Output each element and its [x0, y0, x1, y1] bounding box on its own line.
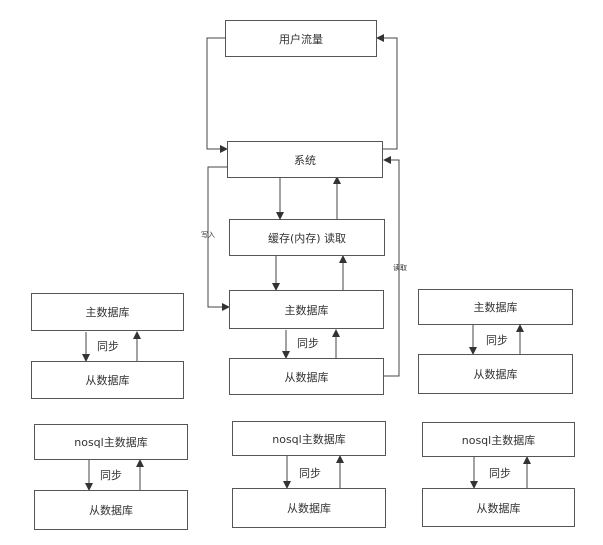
nosql-left-slave-db-box: 从数据库 [34, 490, 188, 530]
right-slave-db-box: 从数据库 [418, 354, 573, 394]
system-box: 系统 [227, 141, 383, 178]
read-arrow [383, 156, 400, 377]
cache-box: 缓存(内存) 读取 [229, 219, 385, 256]
nosql-left-sync-label: 同步 [100, 469, 122, 482]
nosql-center-master-db-box: nosql主数据库 [232, 421, 386, 456]
nosql-left-master-db-box: nosql主数据库 [34, 424, 188, 460]
traffic-to-system-arrow [206, 37, 228, 153]
write-arrow [207, 166, 230, 311]
read-label: 读取 [393, 264, 407, 272]
center-master-db-box: 主数据库 [229, 290, 384, 329]
nosql-center-sync-label: 同步 [299, 467, 321, 480]
write-label: 写入 [201, 231, 215, 239]
left-sync-label: 同步 [97, 340, 119, 353]
center-sync-label: 同步 [297, 337, 319, 350]
nosql-right-slave-db-box: 从数据库 [422, 488, 575, 527]
user-traffic-box: 用户流量 [225, 20, 377, 57]
system-to-traffic-arrow [376, 34, 398, 150]
center-slave-db-box: 从数据库 [229, 358, 384, 395]
nosql-right-sync-label: 同步 [489, 467, 511, 480]
left-master-db-box: 主数据库 [31, 293, 184, 331]
nosql-center-slave-db-box: 从数据库 [232, 488, 386, 528]
right-sync-label: 同步 [486, 334, 508, 347]
nosql-right-master-db-box: nosql主数据库 [422, 422, 575, 457]
right-master-db-box: 主数据库 [418, 289, 573, 325]
left-slave-db-box: 从数据库 [31, 361, 184, 399]
